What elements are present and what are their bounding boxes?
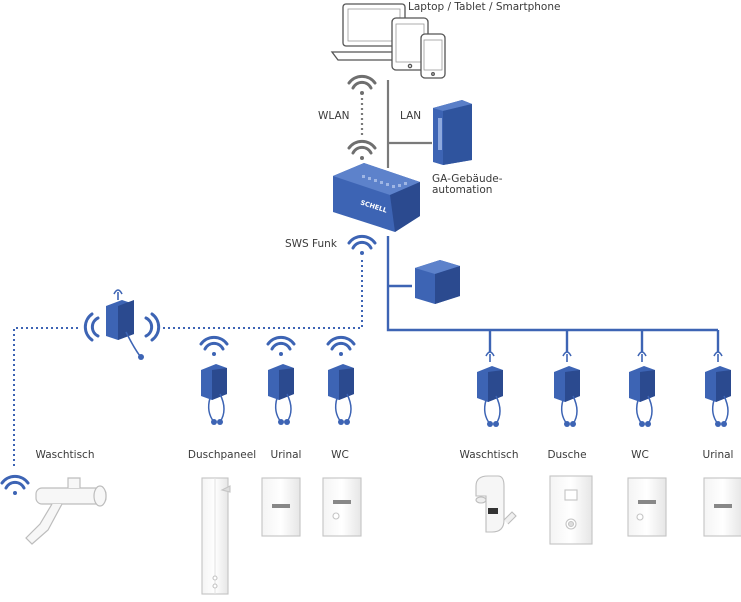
wired-fixture-label-urinal: Urinal [702, 449, 734, 461]
wired-modules [477, 351, 731, 427]
repeater-wifi-right-icon [144, 312, 161, 342]
wc-panel-wireless [322, 477, 362, 537]
wired-bus [386, 236, 720, 352]
wired-fixture-label-waschtisch: Waschtisch [459, 449, 519, 461]
wired-fixture-label-dusche: Dusche [547, 449, 587, 461]
wired-fixture-label-wc: WC [631, 449, 649, 461]
wired-module-dusche [554, 351, 580, 427]
wireless-module-urinal [266, 335, 296, 425]
wireless-fixture-label-duschpaneel: Duschpaneel [187, 449, 257, 461]
waschtisch-sensor-faucet [475, 475, 517, 533]
wired-module-urinal [705, 351, 731, 427]
wireless-module-urinal-wifi-icon [266, 335, 296, 356]
dusche-panel-wired [549, 475, 593, 545]
repeater-wifi-left-icon [83, 312, 100, 342]
sws-funk-label: SWS Funk [285, 238, 337, 250]
tablet-icon [391, 17, 429, 71]
top-devices-label: Laptop / Tablet / Smartphone [408, 1, 561, 13]
wc-panel-wired [627, 477, 667, 537]
building-automation-module [433, 100, 472, 165]
wlan-label: WLAN [318, 110, 350, 122]
wireless-distribution-line [13, 260, 363, 468]
lan-label: LAN [400, 110, 422, 122]
washbasin-wifi-icon [0, 474, 30, 495]
wireless-module-duschpaneel [199, 335, 229, 425]
urinal-panel-wired [703, 477, 741, 537]
wireless-module-wc-wifi-icon [326, 335, 356, 356]
waschtisch-wall-faucet [25, 477, 107, 545]
wlan-wifi-icon-bottom [347, 139, 377, 160]
sws-controller-unit [333, 163, 420, 232]
radio-repeater [106, 289, 144, 360]
duschpaneel-fixture [201, 477, 231, 595]
wireless-module-wc [326, 335, 356, 425]
wireless-module-duschpaneel-wifi-icon [199, 335, 229, 356]
wireless-fixture-label-urinal: Urinal [270, 449, 302, 461]
wlan-wifi-icon-top [347, 74, 377, 95]
wireless-fixture-label-wc: WC [331, 449, 349, 461]
wired-module-waschtisch [477, 351, 503, 427]
wireless-fixture-label-waschtisch: Waschtisch [35, 449, 95, 461]
laptop-icon [330, 3, 418, 61]
wired-module-wc [629, 351, 655, 427]
building-automation-label-line1: GA-Gebäude- [432, 173, 503, 185]
smartphone-icon [420, 33, 446, 79]
sws-funk-wifi-icon [347, 234, 377, 255]
urinal-panel-wireless [261, 477, 301, 537]
wireless-modules [199, 335, 356, 425]
building-automation-label-line2: automation [432, 184, 493, 196]
power-supply-module [415, 260, 460, 304]
